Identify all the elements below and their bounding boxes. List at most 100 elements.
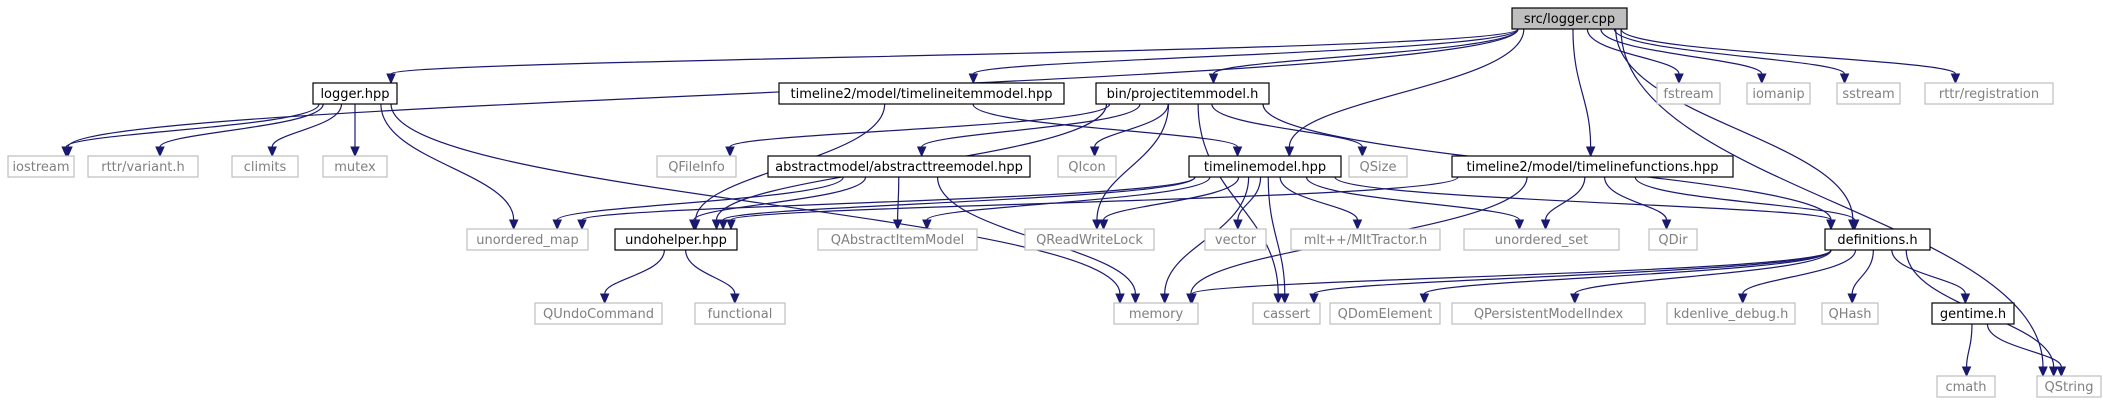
edge-line <box>1334 176 1832 221</box>
edge-arrowhead <box>916 146 927 158</box>
node-logger_cpp[interactable]: src/logger.cpp <box>1511 7 1628 30</box>
edge-arrowhead <box>267 146 277 158</box>
node-label: climits <box>244 160 287 175</box>
node-box <box>817 228 978 251</box>
edge-definitions-to-cassert <box>1309 249 1832 305</box>
node-gentime[interactable]: gentime.h <box>1931 302 2015 325</box>
edge-arrowhead <box>155 146 165 158</box>
edge-logger_cpp-to-timelinemodel <box>1284 28 1525 158</box>
node-box <box>767 155 1031 178</box>
edge-line <box>159 103 324 148</box>
node-timelinefunctions[interactable]: timeline2/model/timelinefunctions.hpp <box>1451 155 1734 178</box>
edge-line <box>1191 249 1832 295</box>
edge-line <box>1423 249 1832 295</box>
edge-line <box>1212 28 1519 75</box>
edge-abstracttreemodel-to-unordered_map <box>552 176 844 231</box>
node-box <box>1024 228 1155 251</box>
node-box <box>1511 7 1628 30</box>
node-box <box>1057 155 1117 178</box>
node-projectitemmodel[interactable]: bin/projectitemmodel.h <box>1095 82 1270 105</box>
node-abstracttreemodel[interactable]: abstractmodel/abstracttreemodel.hpp <box>767 155 1031 178</box>
edge-timelinefunctions-to-definitions <box>1634 176 1860 231</box>
node-box <box>656 155 737 178</box>
edge-logger_cpp-to-rttr_registration <box>1620 28 1961 85</box>
edge-timelinemodel-to-undohelper <box>718 176 1196 231</box>
node-box <box>1836 82 1901 105</box>
edge-arrowhead <box>1130 293 1141 305</box>
node-box <box>1824 228 1931 251</box>
edge-arrowhead <box>2048 366 2059 378</box>
node-label: timelinemodel.hpp <box>1204 160 1326 175</box>
edge-arrowhead <box>1115 293 1125 305</box>
node-box <box>1188 155 1342 178</box>
edge-abstracttreemodel-to-undohelper <box>689 176 867 231</box>
edge-arrowhead <box>922 219 932 231</box>
edge-line <box>972 28 1519 75</box>
node-label: unordered_set <box>1495 233 1588 248</box>
edge-line <box>1742 249 1857 295</box>
node-qhash: QHash <box>1821 302 1879 325</box>
node-timelinemodel[interactable]: timelinemodel.hpp <box>1188 155 1342 178</box>
edge-arrowhead <box>1961 366 1972 378</box>
node-label: QUndoCommand <box>543 307 654 322</box>
edge-line <box>1891 249 1966 295</box>
edge-arrowhead <box>892 219 903 231</box>
edge-logger_cpp-to-definitions <box>1615 28 1858 231</box>
node-box <box>466 228 589 251</box>
edge-projectitemmodel-to-qsize <box>1211 103 1368 158</box>
edge-arrowhead <box>577 219 587 231</box>
node-unordered_map: unordered_map <box>466 228 589 251</box>
edge-line <box>1603 176 1668 221</box>
edge-arrowhead <box>1233 219 1243 231</box>
edge-logger_hpp-to-mutex <box>350 104 360 158</box>
edge-line <box>897 176 900 221</box>
node-box <box>312 82 398 105</box>
node-functional: functional <box>694 302 786 325</box>
node-undohelper[interactable]: undohelper.hpp <box>614 228 738 251</box>
node-box <box>1252 302 1321 325</box>
node-label: vector <box>1215 233 1257 248</box>
edge-arrowhead <box>2038 366 2048 378</box>
node-label: rttr/variant.h <box>101 160 185 175</box>
node-box <box>1113 302 1199 325</box>
edge-line <box>1288 28 1525 148</box>
node-label: fstream <box>1663 87 1713 102</box>
node-qabstractitemmodel: QAbstractItemModel <box>817 228 978 251</box>
edge-definitions-to-qdomelement <box>1419 249 1832 305</box>
edge-line <box>729 103 1111 148</box>
node-qstring: QString <box>2036 375 2102 398</box>
node-label: QAbstractItemModel <box>831 233 964 248</box>
edge-line <box>1965 323 1973 368</box>
edge-arrowhead <box>1514 219 1525 231</box>
edge-timelinefunctions-to-undohelper <box>726 176 1459 231</box>
edge-line <box>1574 249 1832 295</box>
edge-logger_cpp-to-qstring <box>1620 28 2048 378</box>
edge-logger_cpp-to-projectitemmodel <box>1208 28 1519 85</box>
edge-arrowhead <box>1284 146 1295 158</box>
edge-logger_cpp-to-timelineitemmodel <box>968 28 1519 85</box>
edge-logger_cpp-to-fstream <box>1586 28 1684 85</box>
node-label: logger.hpp <box>320 87 389 102</box>
node-logger_hpp[interactable]: logger.hpp <box>312 82 398 105</box>
node-timelineitemmodel[interactable]: timeline2/model/timelineitemmodel.hpp <box>778 82 1065 105</box>
node-label: cassert <box>1263 307 1310 322</box>
edge-line <box>1851 249 1874 295</box>
node-box <box>614 228 738 251</box>
edge-line <box>390 103 1121 295</box>
node-definitions[interactable]: definitions.h <box>1824 228 1931 251</box>
node-vector: vector <box>1204 228 1267 251</box>
edge-timelinemodel-to-definitions <box>1334 176 1836 231</box>
node-box <box>1451 155 1734 178</box>
node-box <box>778 82 1065 105</box>
edge-arrowhead <box>726 219 736 231</box>
node-box <box>694 302 786 325</box>
edge-abstracttreemodel-to-qabstractitemmodel <box>892 176 903 231</box>
node-box <box>1924 82 2054 105</box>
node-label: memory <box>1129 307 1184 322</box>
node-box <box>1648 228 1698 251</box>
nodes-layer: src/logger.cpp logger.hpp timeline2/model/… <box>7 7 2102 398</box>
edge-arrowhead <box>1187 293 1197 305</box>
edge-timelinemodel-to-qabstractitemmodel <box>922 176 1211 231</box>
edge-line <box>1600 28 1763 75</box>
